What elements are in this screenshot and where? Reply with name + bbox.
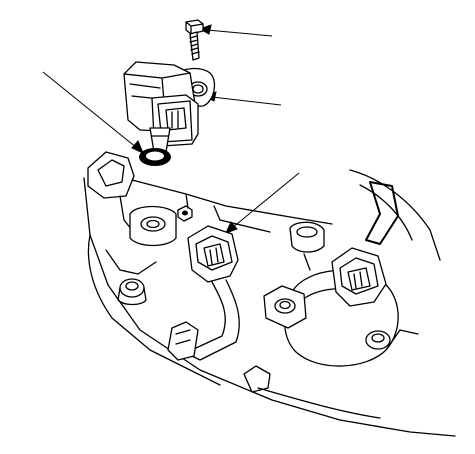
leader-arrow-bolt bbox=[198, 24, 273, 37]
connector-b bbox=[331, 247, 387, 307]
connector-a bbox=[167, 225, 271, 393]
nut bbox=[177, 205, 193, 222]
o-ring bbox=[139, 148, 171, 166]
right-assembly bbox=[257, 221, 419, 419]
leader-arrow-sensor-mount bbox=[203, 91, 282, 106]
intake-housing bbox=[83, 151, 456, 437]
bolt bbox=[185, 19, 204, 61]
leader-arrow-o-ring bbox=[42, 71, 144, 154]
leader-arrow-connector bbox=[225, 172, 300, 234]
sensor bbox=[123, 61, 216, 153]
